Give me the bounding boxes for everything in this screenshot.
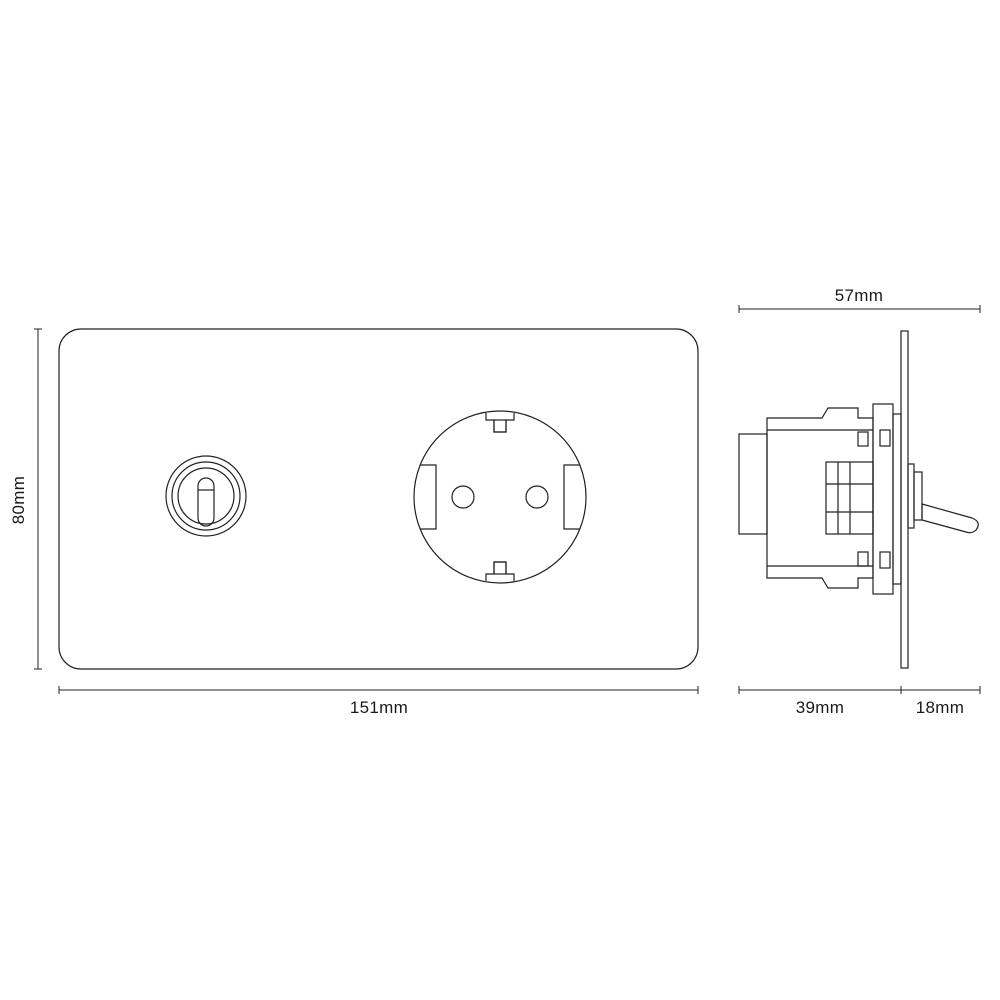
toggle-lever-side [921,503,979,534]
faceplate-outline [58,328,699,670]
dimension-depth-body-label: 39mm [796,698,844,717]
dimension-depth-total-label: 57mm [835,286,883,305]
dimension-width: 151mm [58,686,699,717]
dimension-depth-split: 39mm 18mm [738,686,981,717]
socket-front [413,410,587,584]
rear-box [738,433,768,535]
dimension-width-label: 151mm [350,698,408,717]
dimension-depth-front-label: 18mm [916,698,964,717]
side-view [738,330,979,669]
front-view [58,328,699,670]
dimension-height: 80mm [9,328,42,670]
faceplate-side [900,330,909,669]
housing [766,407,874,589]
dimension-depth-total: 57mm [738,286,981,313]
toggle-switch-front [165,455,247,537]
dimension-height-label: 80mm [9,476,28,524]
